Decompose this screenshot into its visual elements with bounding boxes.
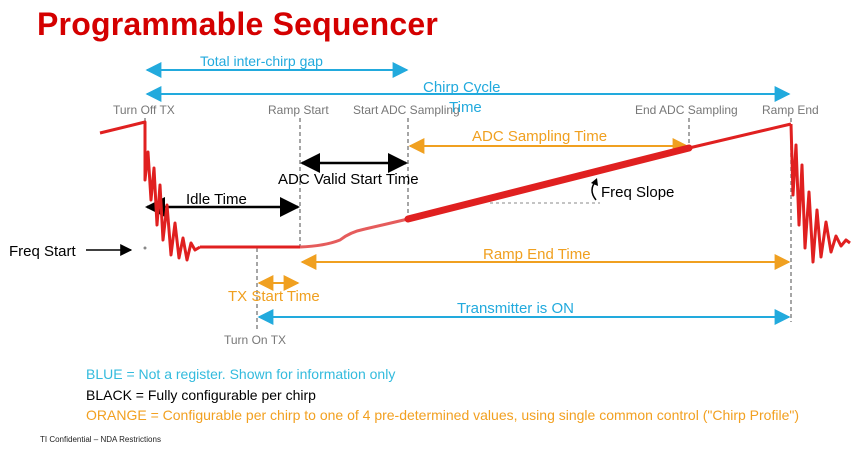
chirp-cycle-label-2: Time [449,99,482,116]
waveform-right-ring [789,123,851,264]
freq-start-dot [143,246,147,250]
legend-black: BLACK = Fully configurable per chirp [86,387,316,403]
waveform-left-ring [99,120,201,262]
turn-on-tx-label: Turn On TX [224,333,286,347]
adc-sampling-time-label: ADC Sampling Time [472,128,607,145]
waveform-settle [299,217,409,249]
chirp-cycle-label-1: Chirp Cycle [423,79,501,96]
freq-slope-label: Freq Slope [601,184,674,201]
total-gap-label: Total inter-chirp gap [200,53,323,69]
waveform-sampling [404,144,693,223]
idle-time-label: Idle Time [186,191,247,208]
freq-start-label: Freq Start [9,243,77,260]
transmitter-on-label: Transmitter is ON [457,300,574,317]
tx-start-time-label: TX Start Time [228,288,320,305]
adc-valid-start-label: ADC Valid Start Time [278,171,419,188]
waveform-ramp-tail [688,122,792,150]
footer-confidential: TI Confidential – NDA Restrictions [40,435,161,444]
legend-blue: BLUE = Not a register. Shown for informa… [86,366,396,382]
ramp-start-label: Ramp Start [268,103,329,117]
ramp-end-label: Ramp End [762,103,819,117]
page-title: Programmable Sequencer [37,6,438,42]
turn-off-tx-label: Turn Off TX [113,103,175,117]
legend-orange: ORANGE = Configurable per chirp to one o… [86,407,799,423]
freq-slope-arrowhead [591,178,598,186]
ramp-end-time-label: Ramp End Time [483,246,591,263]
end-adc-label: End ADC Sampling [635,103,738,117]
start-adc-label: Start ADC Sampling [353,103,460,117]
